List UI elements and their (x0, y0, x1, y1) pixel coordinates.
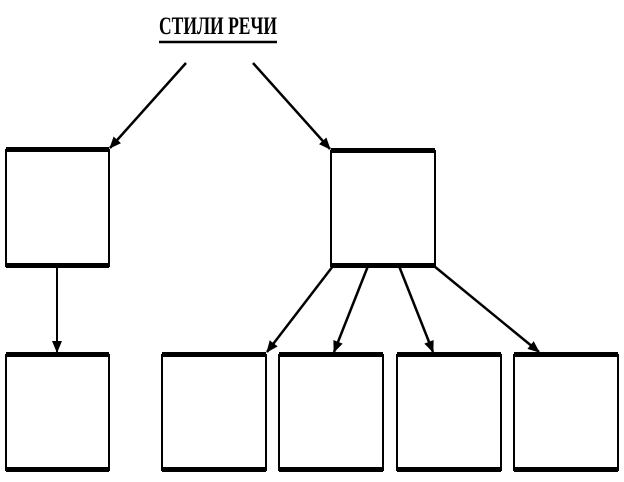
box-bottom-3 (396, 352, 502, 472)
diagram-title: СТИЛИ РЕЧИ (159, 13, 277, 40)
arrow-right-mid-to-bottom-2 (332, 265, 370, 353)
boxes (5, 147, 619, 472)
box-bottom-1 (161, 352, 267, 472)
connections (52, 62, 540, 353)
arrow-right-mid-to-bottom-1 (266, 265, 334, 353)
arrow-right-mid-to-bottom-4 (433, 265, 540, 353)
box-bottom-2 (278, 352, 384, 472)
box-bottom-4 (513, 352, 619, 472)
box-right-mid (330, 148, 436, 268)
arrow-title-to-right-mid (252, 62, 331, 150)
box-left-mid (5, 147, 110, 268)
box-left-bottom (5, 352, 110, 472)
arrow-title-to-left-mid (109, 62, 187, 149)
arrow-right-mid-to-bottom-3 (397, 265, 435, 353)
